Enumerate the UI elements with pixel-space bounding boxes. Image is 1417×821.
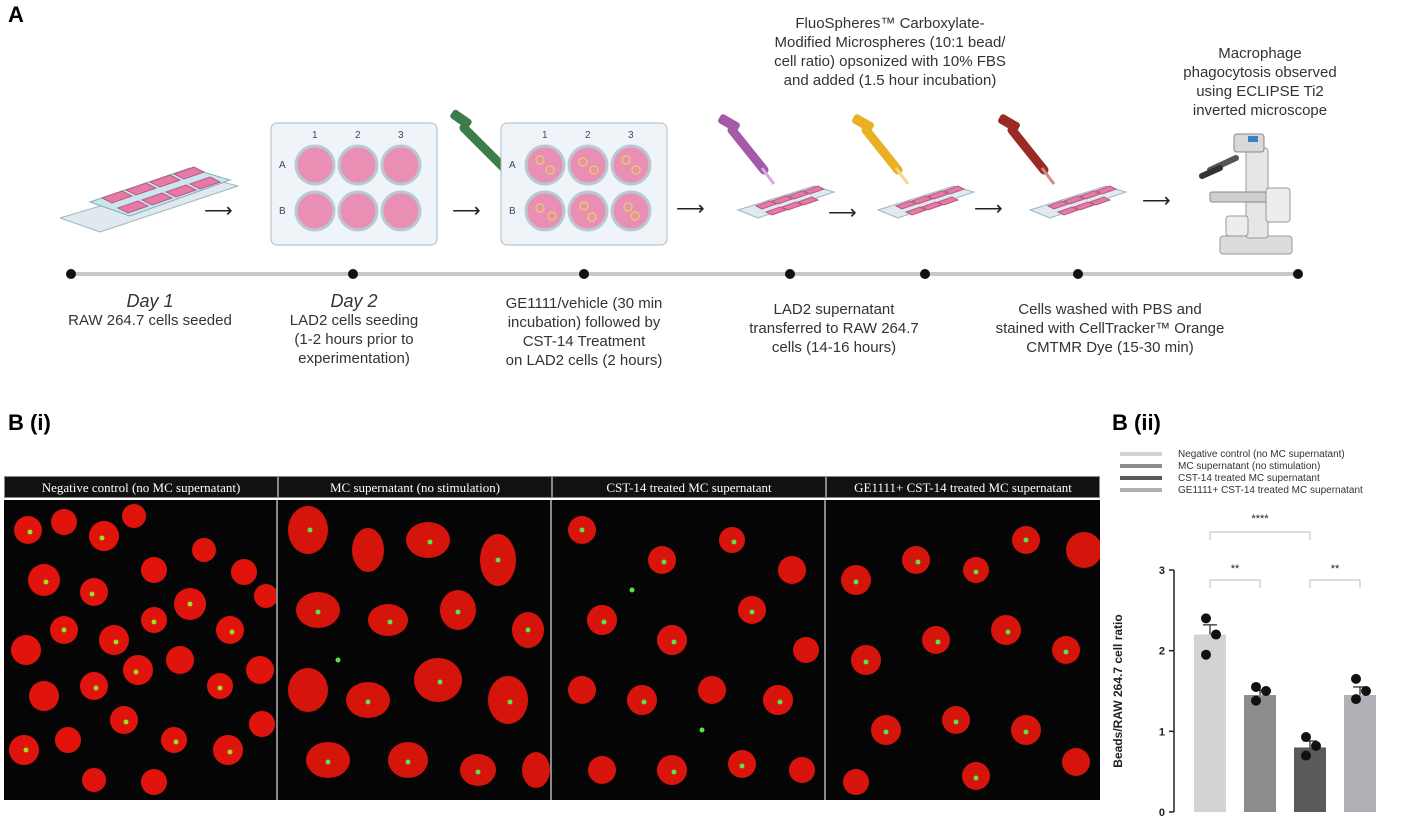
plate-col-label: 2 [355,130,361,141]
panel-a-letter: A [8,2,24,27]
plate-row-label: A [279,160,286,171]
timeline-dot [920,269,930,279]
six-well-plate-treated-image: 1 2 3 A B [500,122,668,246]
purple-pipette-icon [718,114,776,185]
plate-col-label: 3 [398,130,404,141]
micrograph-negative-control [4,500,278,800]
flow-arrow-5: ⟶ [974,198,1003,220]
timeline-dot [1293,269,1303,279]
significance-right: ** [1331,563,1340,575]
micrograph-strip: Negative control (no MC supernatant) MC … [4,476,1100,800]
bar [1244,695,1276,812]
y-axis-label: Beads/RAW 264.7 cell ratio [1111,614,1125,767]
micrograph-mc-supernatant [278,500,552,800]
data-point [1301,750,1311,761]
timeline-dot [66,269,76,279]
data-point [1251,681,1261,692]
chamber-slide-small-3 [1028,185,1128,219]
timeline-dot [1073,269,1083,279]
legend-label: CST-14 treated MC supernatant [1178,472,1320,484]
legend-label: Negative control (no MC supernatant) [1178,448,1345,460]
flow-arrow-1: ⟶ [204,200,233,222]
data-point [1351,673,1361,684]
step-day-2: Day 2 LAD2 cells seeding (1-2 hours prio… [254,292,454,368]
day-label: Day 1 [126,291,174,311]
chamber-slide-small-1 [736,185,836,219]
timeline-dot [348,269,358,279]
day-label: Day 2 [330,291,378,311]
legend-label: GE1111+ CST-14 treated MC supernatant [1178,484,1363,496]
data-point [1351,694,1361,705]
y-tick-label: 1 [1159,726,1165,738]
micrograph-title: GE1111+ CST-14 treated MC supernatant [826,476,1100,498]
plate-col-label: 3 [628,130,634,141]
flow-arrow-3: ⟶ [676,198,705,220]
y-tick-label: 2 [1159,646,1165,658]
data-point [1311,740,1321,751]
micrograph-title: CST-14 treated MC supernatant [552,476,826,498]
significance-bracket [1209,579,1261,588]
legend-label: MC supernatant (no stimulation) [1178,460,1321,472]
data-point [1361,686,1371,696]
step-caption: RAW 264.7 cells seeded [68,312,232,329]
chart-legend: Negative control (no MC supernatant) MC … [1120,448,1410,496]
legend-entry: GE1111+ CST-14 treated MC supernatant [1120,484,1410,496]
plate-row-label: B [279,206,286,217]
plate-row-label: A [509,160,516,171]
legend-entry: CST-14 treated MC supernatant [1120,472,1410,484]
micrograph-title: Negative control (no MC supernatant) [4,476,278,498]
data-point [1301,731,1311,742]
legend-swatch [1120,452,1162,456]
step-day-1: Day 1 RAW 264.7 cells seeded [50,292,250,330]
panel-bi-letter: B (i) [8,410,51,435]
micrograph-ge1111-cst14-treated [826,500,1100,800]
panel-bii-letter: B (ii) [1112,410,1161,435]
significance-bracket [1309,579,1361,588]
step-treatment: GE1111/vehicle (30 min incubation) follo… [505,295,663,369]
plate-col-label: 2 [585,130,591,141]
flow-arrow-4: ⟶ [828,202,857,224]
six-well-plate-image: 1 2 3 A B [270,122,438,246]
plate-row-label: B [509,206,516,217]
y-tick-label: 3 [1159,565,1165,577]
data-point [1201,613,1211,624]
step-caption: LAD2 cells seeding (1-2 hours prior to e… [289,312,419,367]
plate-col-label: 1 [542,130,548,141]
significance-left: ** [1231,563,1240,575]
significance-bracket [1209,531,1311,540]
legend-entry: Negative control (no MC supernatant) [1120,448,1410,460]
micrograph-title: MC supernatant (no stimulation) [278,476,552,498]
chamber-slide-image [60,166,240,233]
legend-swatch [1120,476,1162,480]
microscope-icon [1199,133,1293,255]
y-tick-label: 0 [1159,807,1165,818]
data-point [1211,629,1221,640]
flow-arrow-6: ⟶ [1142,190,1171,212]
beads-caption: FluoSpheres™ Carboxylate- Modified Micro… [774,15,1006,89]
micrograph-cst14-treated [552,500,826,800]
legend-swatch [1120,464,1162,468]
yellow-pipette-icon [852,114,910,185]
data-point [1201,649,1211,660]
bar [1344,695,1376,812]
timeline-dot [785,269,795,279]
significance-outer: **** [1251,513,1269,525]
legend-entry: MC supernatant (no stimulation) [1120,460,1410,472]
red-pipette-icon [998,114,1056,185]
flow-arrow-2: ⟶ [452,200,481,222]
step-staining: Cells washed with PBS and stained with C… [995,301,1225,356]
timeline-line [70,272,1300,276]
chamber-slide-small-2 [876,185,976,219]
legend-swatch [1120,488,1162,492]
microscope-caption: Macrophage phagocytosis observed using E… [1183,45,1337,119]
step-transfer: LAD2 supernatant transferred to RAW 264.… [749,301,919,356]
plate-col-label: 1 [312,130,318,141]
data-point [1251,695,1261,706]
bar [1194,634,1226,812]
timeline-dot [579,269,589,279]
data-point [1261,686,1271,696]
